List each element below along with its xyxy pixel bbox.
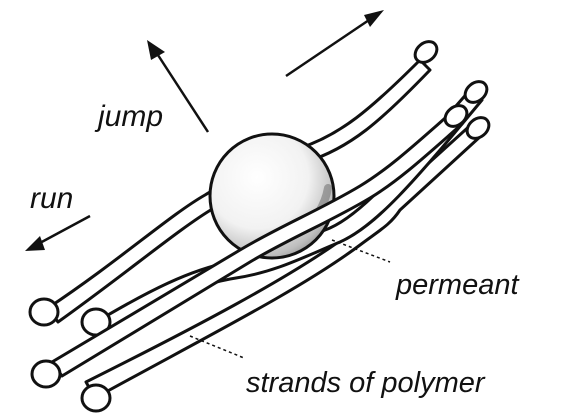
strands-of-polymer-label: strands of polymer bbox=[246, 367, 486, 399]
drift-arrow bbox=[286, 10, 384, 76]
permeant-label: permeant bbox=[395, 269, 520, 301]
strands-leader-line bbox=[190, 336, 244, 358]
run-label: run bbox=[30, 182, 73, 215]
run-arrow bbox=[25, 216, 90, 251]
jump-label: jump bbox=[94, 100, 163, 133]
